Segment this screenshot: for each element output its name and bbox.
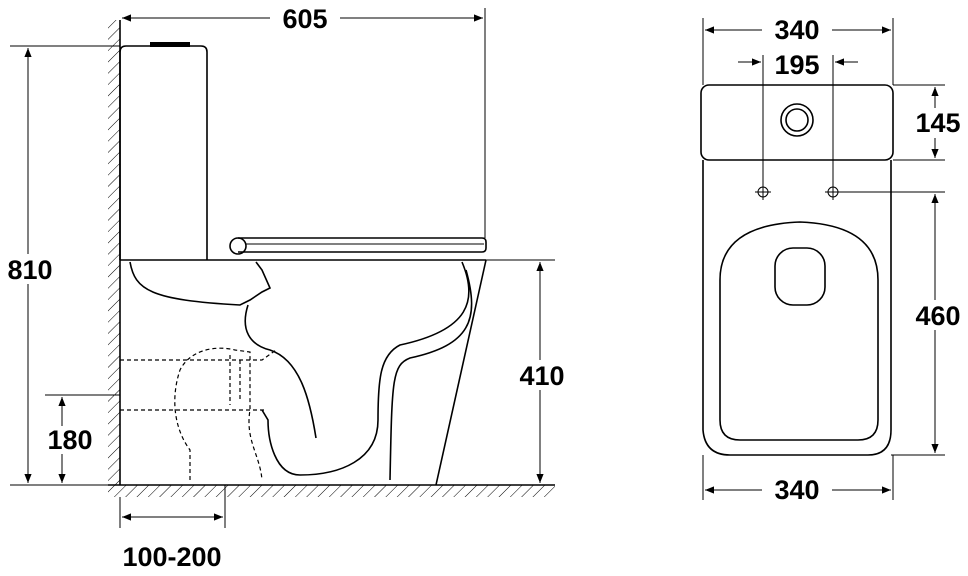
bowl-back bbox=[435, 259, 487, 486]
bowl-trapway bbox=[129, 261, 272, 306]
seat-opening bbox=[774, 247, 826, 306]
dim-340-bottom-label: 340 bbox=[774, 475, 819, 505]
side-view: 605 810 410 180 100-200 bbox=[2, 4, 570, 572]
flush-button-inner bbox=[785, 108, 809, 132]
dim-100-200-label: 100-200 bbox=[122, 542, 221, 572]
bowl-front bbox=[261, 261, 470, 476]
dim-460-label: 460 bbox=[915, 301, 960, 331]
floor-hatch bbox=[108, 485, 555, 497]
dim-180-label: 180 bbox=[47, 425, 92, 455]
wall-hatch bbox=[108, 20, 120, 485]
outlet-pipe-dash bbox=[174, 347, 263, 481]
dim-810-label: 810 bbox=[7, 255, 52, 285]
bowl-shell bbox=[389, 269, 473, 481]
top-view: 340 195 145 460 340 bbox=[700, 14, 968, 505]
dim-145-label: 145 bbox=[915, 108, 960, 138]
bowl-top-outline bbox=[702, 160, 892, 456]
flush-button-outer bbox=[780, 103, 814, 137]
tank-outline bbox=[119, 45, 208, 260]
dim-195-label: 195 bbox=[774, 50, 819, 80]
tank-top bbox=[700, 84, 894, 161]
dim-340-top-label: 340 bbox=[774, 15, 819, 45]
seat-top bbox=[719, 221, 879, 441]
trap-inner bbox=[244, 304, 317, 439]
outlet-dash-top bbox=[120, 349, 277, 361]
dim-605-label: 605 bbox=[282, 4, 327, 34]
flush-button bbox=[150, 42, 190, 47]
dim-410-label: 410 bbox=[519, 361, 564, 391]
seat-lid bbox=[238, 237, 487, 253]
